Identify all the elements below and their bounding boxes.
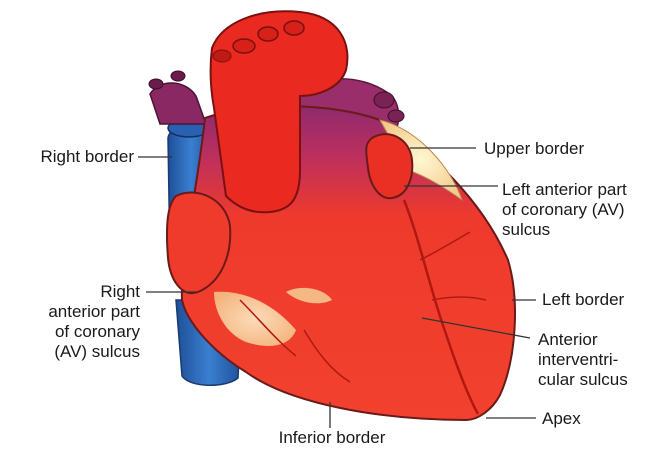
brachiocephalic — [233, 39, 255, 53]
label-right-anterior-coronary-sulcus: Right anterior part of coronary (AV) sul… — [6, 282, 140, 362]
label-inferior-border: Inferior border — [250, 428, 414, 448]
label-apex: Apex — [542, 409, 642, 429]
label-left-anterior-coronary-sulcus: Left anterior part of coronary (AV) sulc… — [502, 180, 662, 240]
left-common-carotid — [258, 27, 278, 41]
label-right-border: Right border — [6, 147, 134, 167]
label-anterior-interventricular-sulcus: Anterior interventri- cular sulcus — [538, 330, 662, 390]
label-left-border: Left border — [542, 290, 662, 310]
left-subclavian — [284, 21, 304, 35]
label-upper-border: Upper border — [484, 139, 654, 159]
